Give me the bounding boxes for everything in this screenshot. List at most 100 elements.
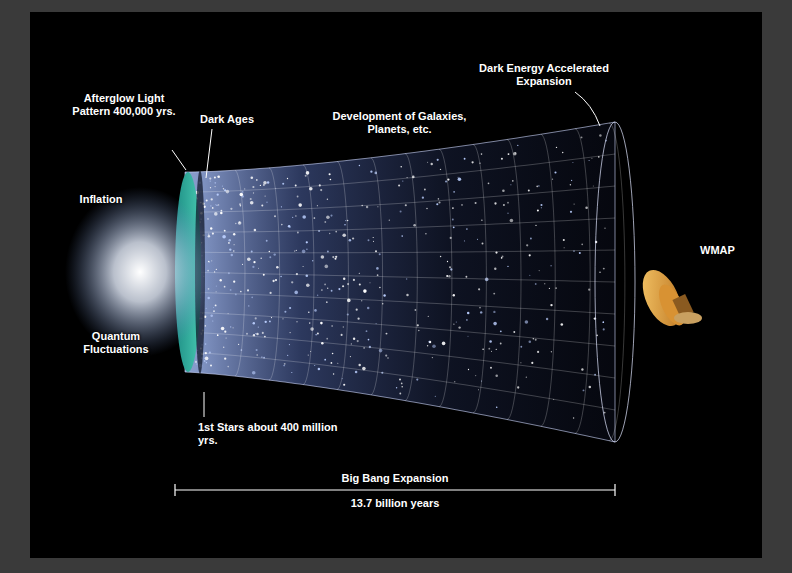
diagram-label: 1st Stars about 400 million yrs. <box>198 421 358 447</box>
star <box>436 203 438 205</box>
star <box>317 332 319 334</box>
star <box>290 332 291 333</box>
star <box>406 278 408 280</box>
star <box>216 205 217 206</box>
star <box>355 371 358 374</box>
star <box>398 184 400 186</box>
star <box>585 206 588 209</box>
star <box>546 318 548 320</box>
grid-line <box>303 165 314 385</box>
star <box>517 145 518 146</box>
star <box>467 312 470 315</box>
star <box>289 344 290 345</box>
star <box>256 333 258 335</box>
star <box>284 363 286 365</box>
star <box>240 205 242 207</box>
star <box>326 215 330 219</box>
star <box>214 176 216 178</box>
star <box>302 215 306 219</box>
star <box>583 389 585 391</box>
star <box>353 338 355 340</box>
star <box>537 351 539 353</box>
star <box>603 268 605 270</box>
star <box>361 300 362 301</box>
star <box>320 322 323 325</box>
star <box>330 215 332 217</box>
star <box>570 211 572 213</box>
star <box>207 218 208 219</box>
star <box>453 226 455 228</box>
star <box>531 362 533 364</box>
star <box>401 235 403 237</box>
star <box>342 234 346 238</box>
star <box>321 255 325 259</box>
star <box>452 219 454 221</box>
star <box>549 288 550 289</box>
star <box>327 288 328 289</box>
star <box>224 230 226 232</box>
leader-line <box>575 92 600 126</box>
star <box>599 271 601 273</box>
star <box>256 349 258 351</box>
star <box>529 275 530 276</box>
star <box>218 204 219 205</box>
star <box>261 205 263 207</box>
star <box>211 198 213 200</box>
leader-line <box>172 150 186 170</box>
star <box>212 207 214 209</box>
star <box>240 291 242 293</box>
star <box>296 321 297 322</box>
star <box>222 186 223 187</box>
star <box>482 348 484 350</box>
star <box>418 330 420 332</box>
star <box>458 326 460 328</box>
diagram-label: Afterglow Light Pattern 400,000 yrs. <box>68 92 180 118</box>
star <box>556 147 557 148</box>
star <box>415 309 417 311</box>
star <box>570 184 572 186</box>
star <box>282 183 284 185</box>
star <box>329 173 331 175</box>
star <box>269 292 271 294</box>
grid-line <box>337 162 348 390</box>
star <box>317 294 319 296</box>
big-bang-glow <box>65 187 215 357</box>
wmap-satellite <box>635 264 702 332</box>
star <box>325 265 329 269</box>
star <box>233 244 234 245</box>
star <box>221 327 225 331</box>
star <box>507 266 508 267</box>
star <box>281 206 282 207</box>
star <box>386 333 388 335</box>
star <box>353 279 355 281</box>
star <box>235 223 236 224</box>
star <box>581 136 583 138</box>
grid-line <box>200 313 615 346</box>
star <box>513 331 515 333</box>
star <box>223 347 225 349</box>
star <box>258 326 259 327</box>
grid-line <box>200 293 615 315</box>
star <box>359 283 361 285</box>
star <box>603 328 605 330</box>
star <box>253 322 255 324</box>
star <box>331 325 332 326</box>
star <box>215 186 216 187</box>
star <box>337 363 338 364</box>
diagram-label: Dark Energy Accelerated Expansion <box>474 62 614 88</box>
star <box>508 153 510 155</box>
star <box>205 357 209 361</box>
star <box>550 304 552 306</box>
diagram-label: Quantum Fluctuations <box>74 330 158 356</box>
star <box>263 181 267 185</box>
star <box>248 305 249 306</box>
star <box>373 237 374 238</box>
star <box>262 332 264 334</box>
star <box>376 267 379 270</box>
star <box>223 188 224 189</box>
star <box>315 334 317 336</box>
star <box>326 338 328 340</box>
star <box>357 318 359 320</box>
star <box>573 417 574 418</box>
star <box>256 179 258 181</box>
